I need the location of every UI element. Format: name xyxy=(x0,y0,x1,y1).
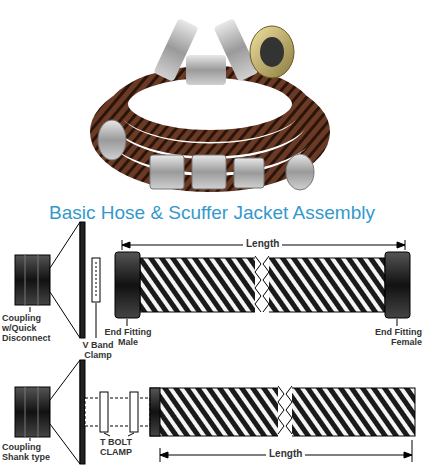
part-label: End Fitting Female xyxy=(360,327,422,347)
part-label: V Band Clamp xyxy=(82,340,114,360)
part-label: Coupling w/Quick Disconnect xyxy=(2,313,60,343)
assembly-quick-disconnect xyxy=(15,222,410,338)
part-label: T BOLT CLAMP xyxy=(96,437,136,457)
dimension-label: Length xyxy=(243,239,282,249)
part-label: Coupling Shank type xyxy=(2,442,54,462)
title: Basic Hose & Scuffer Jacket Assembly xyxy=(0,202,424,224)
hose-photo xyxy=(98,18,322,190)
assembly-shank-type xyxy=(15,360,415,464)
dimension-label: Length xyxy=(266,449,305,459)
part-label: End Fitting Male xyxy=(104,327,152,347)
